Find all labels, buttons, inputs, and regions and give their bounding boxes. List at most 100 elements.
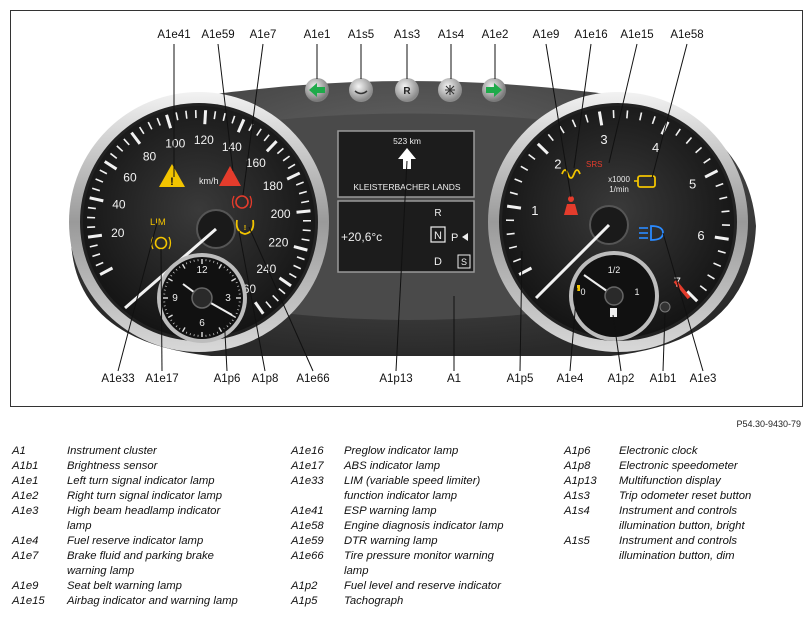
speedometer-tick: [293, 264, 302, 270]
callout-leader: [662, 232, 704, 372]
reset-button[interactable]: R: [395, 78, 419, 102]
tachometer-number: 4: [652, 140, 659, 155]
callout-leader: [223, 313, 228, 372]
right-turn-lamp-button[interactable]: [482, 78, 506, 102]
tacho-unit-top: x1000: [608, 175, 630, 184]
speedometer-tick: [253, 301, 265, 315]
gear-s: S: [461, 257, 467, 267]
callout-A1: A1: [446, 373, 462, 385]
callout-A1p13: A1p13: [379, 373, 413, 385]
gear-p-arrow-icon: [462, 233, 468, 241]
tachometer-tick: [509, 191, 518, 196]
speedometer-tick: [287, 163, 296, 170]
clock-3: 3: [225, 293, 231, 304]
speedometer-tick: [138, 126, 145, 135]
srs-indicator: SRS: [586, 160, 602, 169]
callout-A1e17: A1e17: [145, 373, 179, 385]
fuel-pump-icon: [610, 308, 617, 317]
tachometer-tick: [715, 182, 724, 188]
speedometer-number: 120: [194, 133, 214, 147]
clock-tick: [216, 331, 219, 334]
tachometer-number: 5: [689, 176, 696, 191]
clock-tick: [167, 277, 173, 282]
speedometer-tick: [156, 117, 161, 126]
callout-A1s5: A1s5: [347, 29, 375, 41]
callout-A1p5: A1p5: [506, 373, 534, 385]
callout-A1e2: A1e2: [481, 29, 509, 41]
clock-tick: [223, 266, 226, 269]
callout-A1e9: A1e9: [532, 29, 560, 41]
display-distance: 523 km: [393, 136, 421, 146]
clock-tick: [172, 322, 175, 325]
callout-leader: [608, 43, 638, 164]
callout-A1e4: A1e4: [556, 373, 584, 385]
tire-pressure-icon: !: [235, 219, 255, 235]
instrument-cluster-diagram: 20406080100120140160180200220240260 12 3…: [10, 10, 803, 407]
callout-leader: [248, 226, 314, 372]
clock-tick: [170, 319, 173, 322]
speedometer-number: 100: [165, 137, 185, 151]
figure-id: P54.30-9430-79: [736, 419, 801, 429]
speedometer-number: 140: [222, 140, 242, 154]
speedometer-number: 80: [143, 150, 157, 164]
callout-leader: [519, 250, 523, 372]
clock-tick: [235, 312, 238, 315]
tachometer-tick: [699, 285, 708, 292]
callout-leader: [545, 43, 572, 198]
svg-text:!: !: [170, 176, 174, 188]
clock-tick: [229, 322, 232, 325]
dim-button[interactable]: [349, 78, 373, 102]
callout-leader: [160, 248, 163, 372]
speedometer-ticks: [87, 110, 312, 315]
callout-A1s4: A1s4: [437, 29, 465, 41]
callout-A1e41: A1e41: [157, 29, 191, 41]
tachometer-tick: [639, 112, 643, 121]
tachometer-tick: [695, 146, 703, 154]
tachometer-tick: [686, 290, 699, 303]
speedometer-tick: [265, 301, 272, 309]
bright-button[interactable]: [438, 78, 462, 102]
callout-leader: [662, 312, 666, 372]
tachometer-tick: [703, 157, 711, 164]
tachometer-tick: [714, 235, 729, 241]
speedometer-number: 240: [256, 262, 276, 276]
callout-A1e7: A1e7: [249, 29, 277, 41]
clock-tick: [235, 281, 238, 284]
clock-9: 9: [172, 293, 178, 304]
preglow-icon: [561, 169, 581, 179]
fuel-one: 1: [634, 287, 639, 297]
speedometer-tick: [265, 140, 278, 153]
speedometer-tick: [302, 229, 311, 232]
callout-A1e58: A1e58: [670, 29, 704, 41]
clock-dial: 12 3 6 9: [157, 253, 247, 343]
tachometer-tick: [713, 262, 722, 268]
esp-warning-icon: !: [159, 164, 185, 188]
callout-A1p2: A1p2: [607, 373, 635, 385]
clock-tick: [178, 266, 181, 269]
speedometer-tick: [99, 169, 108, 175]
tachometer-number: 3: [600, 132, 607, 147]
speedometer-tick: [103, 160, 118, 171]
gear-n: N: [434, 230, 442, 242]
fuel-reserve-lamp: [577, 285, 580, 291]
tachometer-tick: [584, 114, 589, 123]
callout-leader-lines: [117, 43, 704, 372]
callout-A1e1: A1e1: [303, 29, 331, 41]
fuel-zero: 0: [580, 287, 585, 297]
left-turn-lamp-button[interactable]: [305, 78, 329, 102]
tachometer-tick: [721, 210, 730, 213]
